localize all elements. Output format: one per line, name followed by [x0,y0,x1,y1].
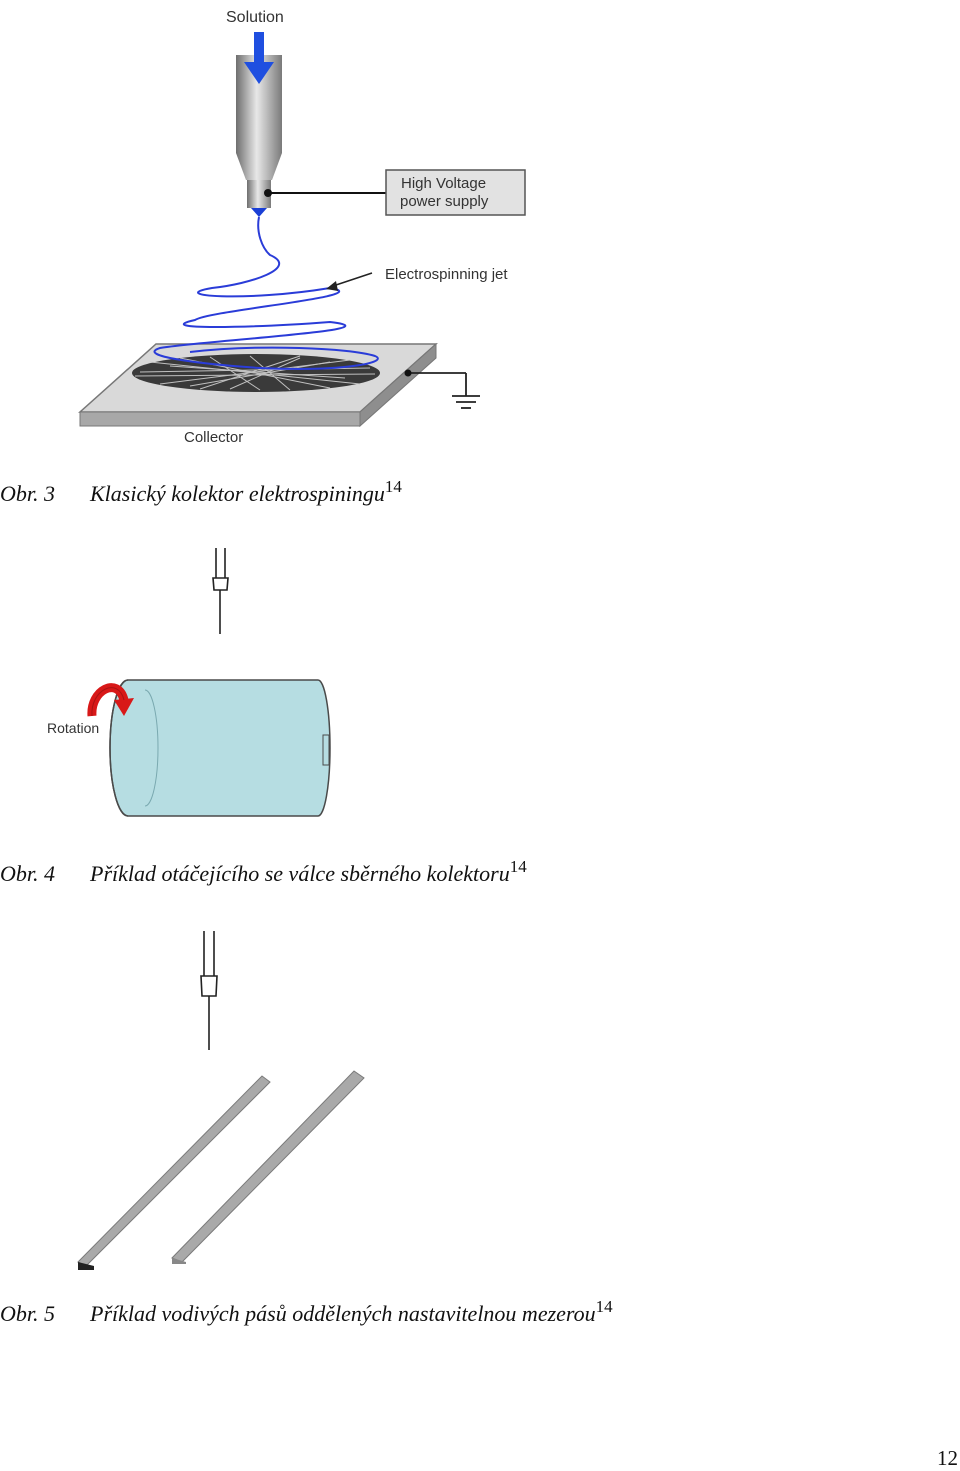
figure-5-label: Obr. 5 [0,1301,56,1326]
figure-3-text: Klasický kolektor elektrospiningu [90,481,385,506]
figure-3-ref: 14 [384,477,402,496]
figure-4-label: Obr. 4 [0,861,56,886]
fiber-mat [132,354,380,392]
hv-label-line1: High Voltage [401,175,486,192]
needle-bottom [200,931,218,1050]
figure-4-text: Příklad otáčejícího se válce sběrného ko… [90,861,510,886]
page-number: 12 [937,1446,958,1470]
electrospinning-jet [153,216,379,370]
solution-label: Solution [226,9,284,26]
hv-contact [264,189,272,197]
figure-rotating-drum: Rotation [47,548,331,817]
jet-label: Electrospinning jet [385,266,508,283]
rotation-arrow-icon [87,683,134,717]
hv-power-supply-box [385,169,526,216]
collector-label: Collector [184,429,243,446]
hv-label-line2: power supply [400,193,489,210]
figure-3-label: Obr. 3 [0,481,56,506]
figure-4-ref: 14 [509,857,527,876]
conductive-strip-right [171,1070,365,1264]
needle-top [212,548,229,634]
jet-pointer [326,272,373,291]
figure-parallel-strips [77,931,365,1270]
collector-drum [109,679,331,817]
ground-icon [408,372,480,409]
figure-5-ref: 14 [595,1297,613,1316]
figure-4-caption: Obr. 4 Příklad otáčejícího se válce sběrn… [0,857,527,887]
ground-contact [404,369,412,377]
conductive-strip-left [77,1075,271,1270]
figure-classic-collector: Solution High Voltage power supply Elect… [78,9,526,446]
figure-3-caption: Obr. 3 Klasický kolektor elektrospiningu1… [0,477,402,507]
solution-arrow-icon [244,32,274,84]
figure-5-caption: Obr. 5 Příklad vodivých pásů oddělených n… [0,1297,613,1327]
figure-5-text: Příklad vodivých pásů oddělených nastavi… [90,1301,596,1326]
rotation-label: Rotation [47,720,99,736]
